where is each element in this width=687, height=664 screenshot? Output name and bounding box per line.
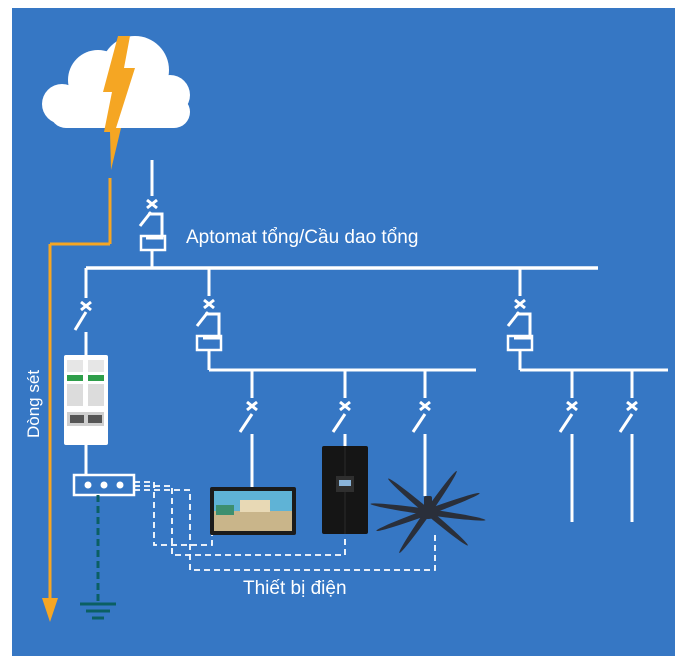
tv-icon — [210, 487, 296, 535]
lightning-current-label: Dòng sét — [24, 370, 43, 438]
branch-switch-tv — [238, 370, 258, 488]
main-breaker-label: Aptomat tổng/Cầu dao tổng — [186, 227, 418, 248]
sub-breaker-left — [195, 268, 223, 370]
ground-terminal-block — [72, 473, 136, 497]
spd-branch — [73, 268, 92, 355]
electrical-devices-label: Thiết bị điện — [243, 578, 347, 599]
branch-switch-right-1 — [558, 370, 578, 522]
branch-switch-fridge — [331, 370, 351, 446]
ground-icon — [80, 602, 116, 620]
sub-breaker-right — [506, 268, 534, 370]
surge-protector-icon — [64, 355, 108, 445]
lightning-current-path — [48, 178, 112, 600]
lightning-arrow-icon — [42, 598, 58, 622]
branch-switch-fan — [411, 370, 431, 496]
branch-switch-right-2 — [618, 370, 638, 522]
ceiling-fan-icon — [370, 471, 486, 553]
refrigerator-icon — [322, 446, 368, 534]
equipotential-bonding-wires — [134, 481, 436, 571]
lightning-bolt-icon — [103, 36, 135, 170]
main-breaker — [138, 160, 167, 268]
